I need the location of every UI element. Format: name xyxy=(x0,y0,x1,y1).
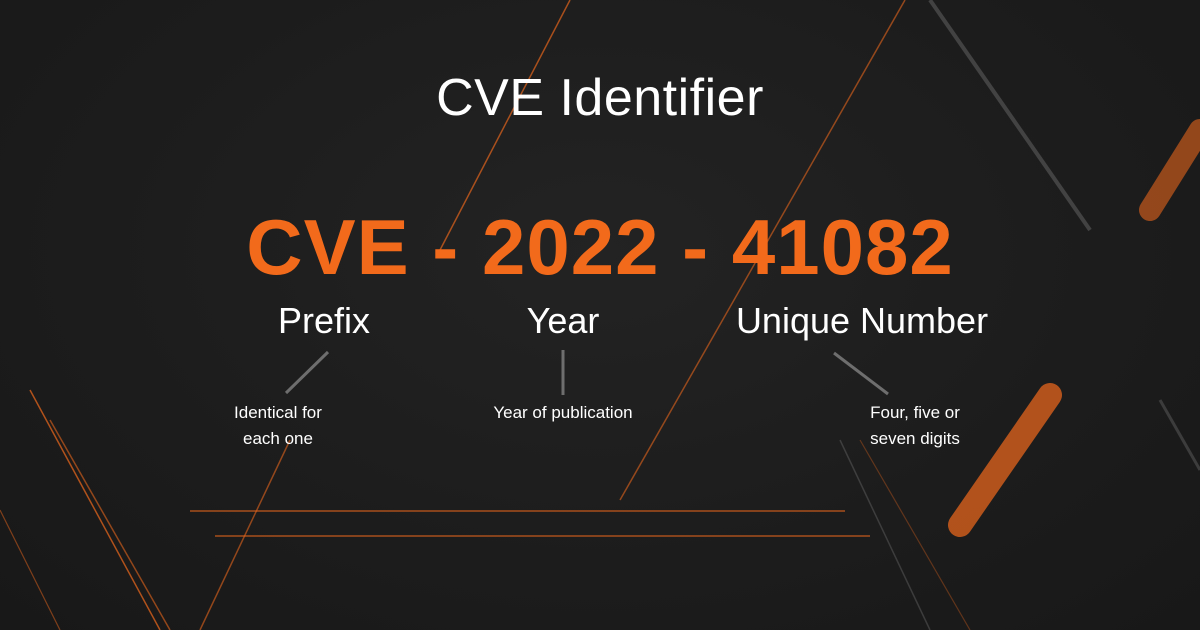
deco-line-orange-4 xyxy=(49,419,171,630)
deco-capsule xyxy=(948,383,1062,537)
part-desc-unique-number: Four, five or seven digits xyxy=(870,403,960,448)
deco-line-orange-3 xyxy=(29,389,161,630)
deco-line-orange-7 xyxy=(859,439,971,630)
deco-line-orange-5 xyxy=(199,439,291,630)
cve-prefix: CVE xyxy=(246,203,410,291)
cve-identifier: CVE - 2022 - 41082 xyxy=(0,202,1200,293)
connector-number xyxy=(833,351,889,396)
cve-year: 2022 xyxy=(481,203,660,291)
part-desc-year: Year of publication xyxy=(493,403,633,422)
deco-line-grey-2 xyxy=(1158,399,1200,471)
deco-line-orange-6 xyxy=(0,509,61,630)
deco-capsule-edge xyxy=(1139,119,1200,221)
deco-line-grey-1 xyxy=(928,0,1092,232)
deco-line-orange-2 xyxy=(619,0,906,501)
cve-number: 41082 xyxy=(731,203,954,291)
part-label-year: Year xyxy=(526,300,600,341)
page-title: CVE Identifier xyxy=(436,69,764,127)
deco-line-orange-1 xyxy=(439,0,571,251)
part-desc-prefix: Identical for each one xyxy=(234,403,322,448)
part-label-prefix: Prefix xyxy=(277,300,371,341)
connector-prefix xyxy=(284,350,330,395)
cve-separator-2: - xyxy=(659,203,732,291)
part-label-unique-number: Unique Number xyxy=(735,300,989,341)
cve-separator-1: - xyxy=(409,203,482,291)
deco-line-grey-3 xyxy=(839,439,931,630)
